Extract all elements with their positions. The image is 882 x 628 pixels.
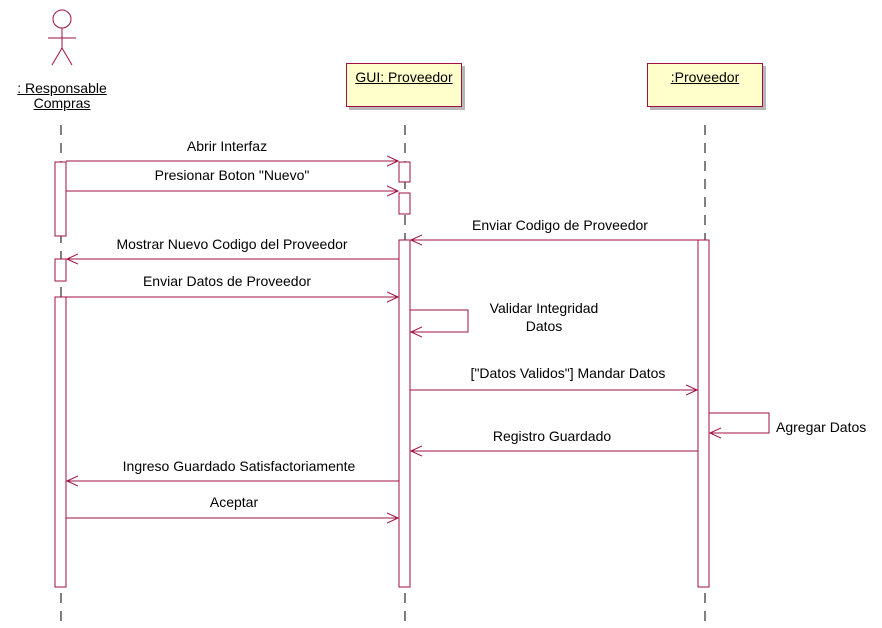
message-label-ingreso-guardado: Ingreso Guardado Satisfactoriamente xyxy=(122,458,356,474)
object-proveedor: :Proveedor xyxy=(647,63,763,107)
message-label-enviar-codigo: Enviar Codigo de Proveedor xyxy=(472,217,648,233)
message-label-presionar-boton: Presionar Boton "Nuevo" xyxy=(154,167,310,183)
object-gui-proveedor-label: GUI: Proveedor xyxy=(355,69,453,85)
message-label-agregar-datos: Agregar Datos xyxy=(776,419,867,435)
actor-icon xyxy=(48,9,76,66)
activation-gui-1 xyxy=(398,161,411,183)
message-label-mostrar-codigo: Mostrar Nuevo Codigo del Proveedor xyxy=(116,236,348,252)
activation-proveedor xyxy=(697,239,710,588)
message-arrow-agregar-datos xyxy=(709,412,770,433)
message-label-enviar-datos: Enviar Datos de Proveedor xyxy=(142,273,312,289)
message-label-registro-guardado: Registro Guardado xyxy=(492,428,612,444)
actor-name-line2: Compras xyxy=(33,95,91,111)
message-label-validar-integridad: Validar Integridad Datos xyxy=(490,300,599,334)
object-gui-proveedor: GUI: Proveedor xyxy=(346,63,462,107)
message-arrow-validar-integridad xyxy=(410,309,469,332)
activation-gui-3 xyxy=(398,239,411,588)
activation-responsable-2 xyxy=(54,258,67,282)
message-label-abrir-interfaz: Abrir Interfaz xyxy=(186,138,268,154)
activation-gui-2 xyxy=(398,192,411,215)
message-label-aceptar: Aceptar xyxy=(209,494,259,510)
message-label-mandar-datos: ["Datos Validos"] Mandar Datos xyxy=(470,365,666,381)
object-proveedor-label: :Proveedor xyxy=(670,69,740,85)
message-label-validar-line1: Validar Integridad xyxy=(489,300,599,316)
actor-name: : Responsable Compras xyxy=(17,81,107,111)
actor-name-line1: : Responsable xyxy=(17,80,107,96)
activation-responsable-3 xyxy=(54,296,67,588)
activation-responsable-1 xyxy=(54,161,67,237)
message-label-validar-line2: Datos xyxy=(525,318,563,334)
